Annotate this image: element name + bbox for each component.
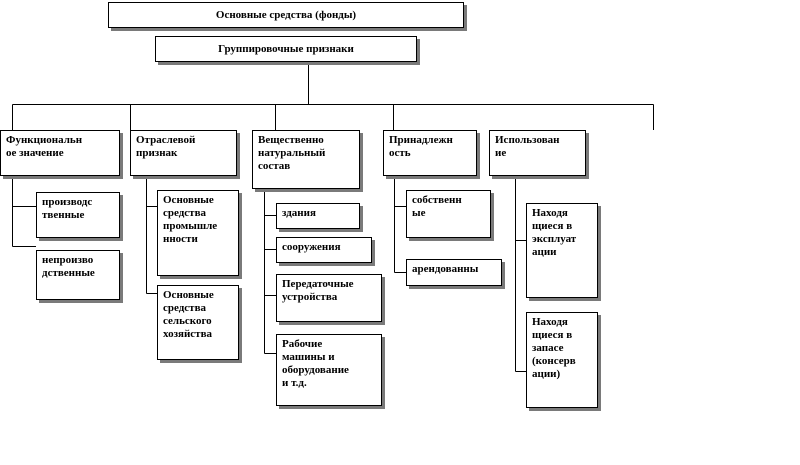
item-owned: собственн ые	[406, 190, 491, 238]
item-agriculture-fixed-assets: Основные средства сельского хозяйства	[157, 285, 239, 360]
item-structures: сооружения	[276, 237, 372, 263]
item-nonproductive: непроизво дственные	[36, 250, 120, 300]
category-industry: Отраслевой признак	[130, 130, 237, 176]
item-leased: арендованны	[406, 259, 502, 286]
item-transmission-devices: Передаточные устройства	[276, 274, 382, 322]
item-productive: производс твенные	[36, 192, 120, 238]
title-box: Основные средства (фонды)	[108, 2, 464, 28]
item-industry-fixed-assets: Основные средства промышле нности	[157, 190, 239, 276]
item-in-operation: Находя щиеся в эксплуат ации	[526, 203, 598, 298]
item-working-machines: Рабочие машины и оборудование и т.д.	[276, 334, 382, 406]
category-ownership: Принадлежн ость	[383, 130, 477, 176]
category-usage: Использован ие	[489, 130, 586, 176]
category-functional: Функциональн ое значение	[0, 130, 120, 176]
subtitle-box: Группировочные признаки	[155, 36, 417, 62]
item-in-reserve: Находя щиеся в запасе (консерв ации)	[526, 312, 598, 408]
item-buildings: здания	[276, 203, 360, 229]
category-material-composition: Вещественно натуральный состав	[252, 130, 360, 189]
